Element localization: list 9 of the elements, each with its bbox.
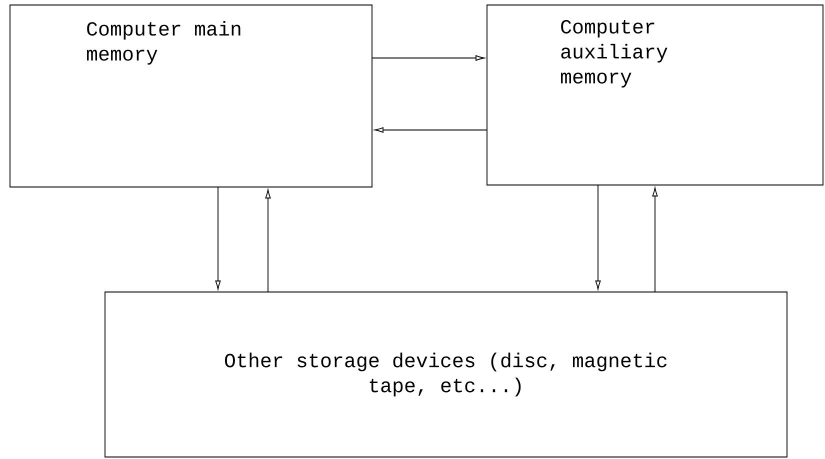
arrow xyxy=(595,185,601,290)
storage-box: Other storage devices (disc, magnetic tape, etc...) xyxy=(104,292,788,458)
arrow xyxy=(265,190,271,292)
memory-box: Computer auxiliary memory xyxy=(486,4,824,186)
arrow xyxy=(652,188,658,292)
arrow xyxy=(374,127,487,133)
memory-box: Computer main memory xyxy=(10,4,372,188)
arrow xyxy=(215,187,221,290)
arrow xyxy=(372,55,484,61)
